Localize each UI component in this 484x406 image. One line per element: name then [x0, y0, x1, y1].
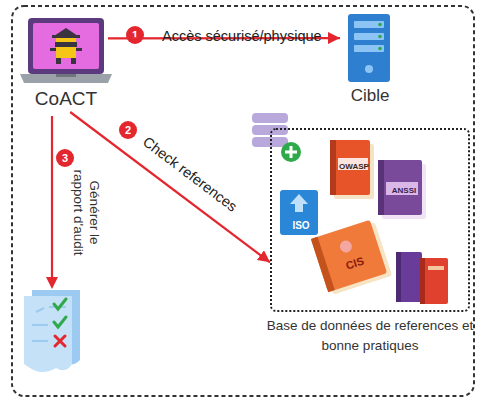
- node-label: CoACT: [35, 88, 97, 110]
- callout-number: 1: [132, 29, 138, 42]
- node-label: ANSSI: [392, 186, 416, 195]
- reference-book: ANSSI: [380, 162, 424, 217]
- flow-arrow: [70, 112, 270, 262]
- book-cis: [311, 219, 392, 296]
- database-caption: Base de données de references et bonne p…: [254, 316, 484, 355]
- report-icon-part: [54, 299, 66, 309]
- book-owasp-part: [330, 140, 370, 195]
- laptop-icon-part: [55, 42, 77, 47]
- book-anssi-part: [386, 182, 418, 195]
- book-anssi-part: [378, 160, 384, 215]
- generate-arrow: [46, 116, 58, 289]
- laptop-icon-part: [56, 58, 61, 64]
- laptop-icon: [20, 18, 112, 83]
- report-icon-part: [55, 336, 65, 346]
- book-stack-part: [428, 266, 444, 270]
- book-owasp: [330, 140, 374, 199]
- report-icon-part: [32, 325, 48, 341]
- callout-number: 3: [62, 152, 68, 165]
- server-node: Cible: [340, 10, 400, 108]
- server-icon-part: [354, 45, 384, 52]
- node-label: ISO: [292, 220, 309, 232]
- book-stack-part: [420, 258, 448, 304]
- book-cis-part: [311, 220, 387, 292]
- callout-number: 2: [125, 124, 131, 137]
- laptop-icon-part: [52, 35, 80, 38]
- laptop-icon-part: [28, 18, 104, 74]
- server-icon: [348, 14, 390, 82]
- book-anssi-part: [378, 160, 422, 215]
- node-label: Cible: [351, 86, 390, 106]
- book-stack-part: [396, 252, 422, 302]
- server-icon-part: [378, 35, 382, 39]
- server-icon-part: [354, 33, 384, 40]
- laptop-icon-part: [71, 58, 76, 64]
- edge-label: Accès sécurisé/physique: [162, 28, 322, 45]
- laptop-icon-part: [76, 48, 82, 51]
- node-label: OWASP: [339, 162, 369, 171]
- reference-database-box: Base de données de references et bonne p…: [270, 128, 470, 312]
- generate-arrow-part: [46, 277, 58, 289]
- book-iso-part: [290, 194, 308, 212]
- book-stack: [396, 252, 448, 304]
- book-anssi: [378, 160, 426, 219]
- server-icon-part: [365, 65, 373, 73]
- laptop-icon-part: [54, 28, 78, 36]
- book-iso: [280, 190, 318, 235]
- laptop-icon-part: [20, 74, 112, 83]
- outer-frame: [12, 6, 474, 396]
- laptop-node: CoACT: [24, 16, 108, 112]
- report-icon-part: [54, 317, 66, 327]
- step-label: Générer le rapport d'audit: [70, 159, 101, 265]
- laptop-icon-part: [33, 23, 99, 69]
- reference-book: ISO: [282, 192, 320, 237]
- database-icon: [252, 113, 301, 162]
- database-icon-part: [285, 146, 297, 158]
- laptop-icon-part: [56, 74, 76, 77]
- server-icon-part: [348, 14, 390, 82]
- server-icon-part: [378, 47, 382, 51]
- report-icon-part: [24, 296, 72, 372]
- book-stack-part: [420, 258, 425, 304]
- callout-circle-part: [56, 149, 74, 167]
- server-icon-part: [354, 21, 384, 28]
- book-owasp-part: [330, 140, 336, 195]
- reference-book: CIS: [313, 222, 389, 294]
- callout-circle-part: [126, 26, 144, 44]
- callout-circle-part: [119, 121, 137, 139]
- database-icon-part: [281, 142, 301, 162]
- generate-arrow-part: [51, 116, 53, 278]
- book-stack-part: [396, 252, 401, 302]
- database-icon-part: [252, 113, 288, 123]
- report-icon: [24, 290, 80, 372]
- book-cis-part: [311, 237, 335, 292]
- laptop-icon-part: [56, 38, 76, 58]
- book-cis-part: [338, 239, 353, 254]
- node-label: CIS: [344, 254, 365, 272]
- book-iso-part: [280, 190, 318, 235]
- laptop-icon-part: [50, 48, 56, 51]
- reference-book: OWASP: [332, 142, 372, 197]
- server-icon-part: [378, 23, 382, 27]
- report-icon-part: [36, 307, 66, 312]
